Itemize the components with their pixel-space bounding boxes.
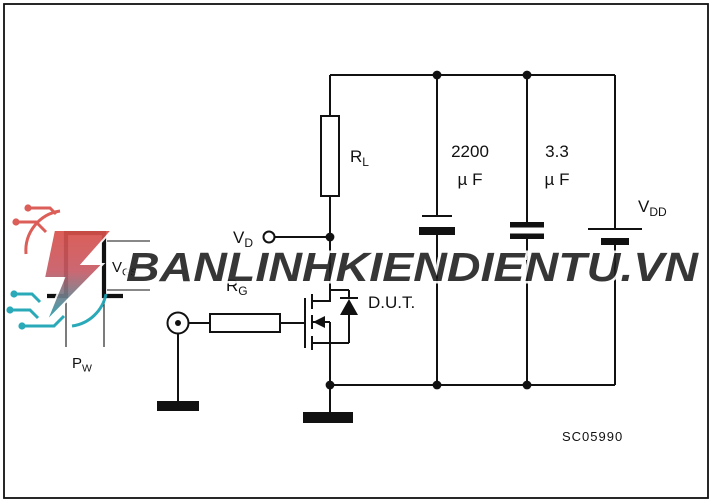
logo-teal-trace <box>14 292 42 304</box>
watermark-text: BANLINHKIENDIENTU.VN <box>126 244 700 290</box>
junction-dot <box>432 380 442 390</box>
junction-dot <box>325 380 335 390</box>
body-arrow <box>313 316 325 328</box>
rg-resistor <box>209 313 281 333</box>
vgs-label: VGS <box>112 259 137 279</box>
rg-label: RG <box>226 276 248 298</box>
battery-plate-short <box>601 238 629 245</box>
pw-label: PW <box>72 355 92 375</box>
vd-probe-circle <box>262 230 276 244</box>
cap2-value: 3.3 <box>545 142 569 161</box>
junction-dot <box>522 380 532 390</box>
logo-z-bolt <box>42 229 115 323</box>
dut-label: D.U.T. <box>368 293 415 312</box>
watermark: BANLINHKIENDIENTU.VN <box>6 204 702 330</box>
circuit: RL VD RG <box>47 70 667 444</box>
figure-border <box>3 3 709 499</box>
cap-plate-bottom <box>510 233 544 239</box>
figure-code: SC05990 <box>562 429 623 444</box>
logo-teal-trace <box>10 308 40 320</box>
cap-plate-bottom <box>419 227 455 235</box>
vd-terminal: VD <box>233 228 335 250</box>
cap-plate-top <box>510 222 544 228</box>
mosfet-dut: D.U.T. <box>303 289 415 423</box>
load-resistor: RL <box>320 75 369 302</box>
ground-symbol-source <box>157 401 199 411</box>
bulk-capacitor: 2200 µ F <box>419 70 489 390</box>
body-diode <box>330 289 358 343</box>
logo-red-trace <box>16 220 48 234</box>
vdd-supply: VDD <box>588 75 667 385</box>
pulse-source-dot <box>175 320 181 326</box>
cap1-value: 2200 <box>451 142 489 161</box>
bypass-capacitor: 3.3 µ F <box>510 70 570 390</box>
gate-drive: RG <box>157 276 305 411</box>
logo-red-trace <box>28 206 58 216</box>
rl-label: RL <box>350 147 369 169</box>
logo-teal-arc <box>71 293 108 328</box>
cap1-unit: µ F <box>458 170 483 189</box>
cap2-unit: µ F <box>545 170 570 189</box>
junction-dot <box>325 232 335 242</box>
watermark-logo <box>6 204 115 330</box>
vd-label: VD <box>233 228 253 250</box>
logo-teal-trace <box>22 314 66 328</box>
vdd-label: VDD <box>638 197 667 219</box>
ground-symbol-dut <box>303 412 353 423</box>
